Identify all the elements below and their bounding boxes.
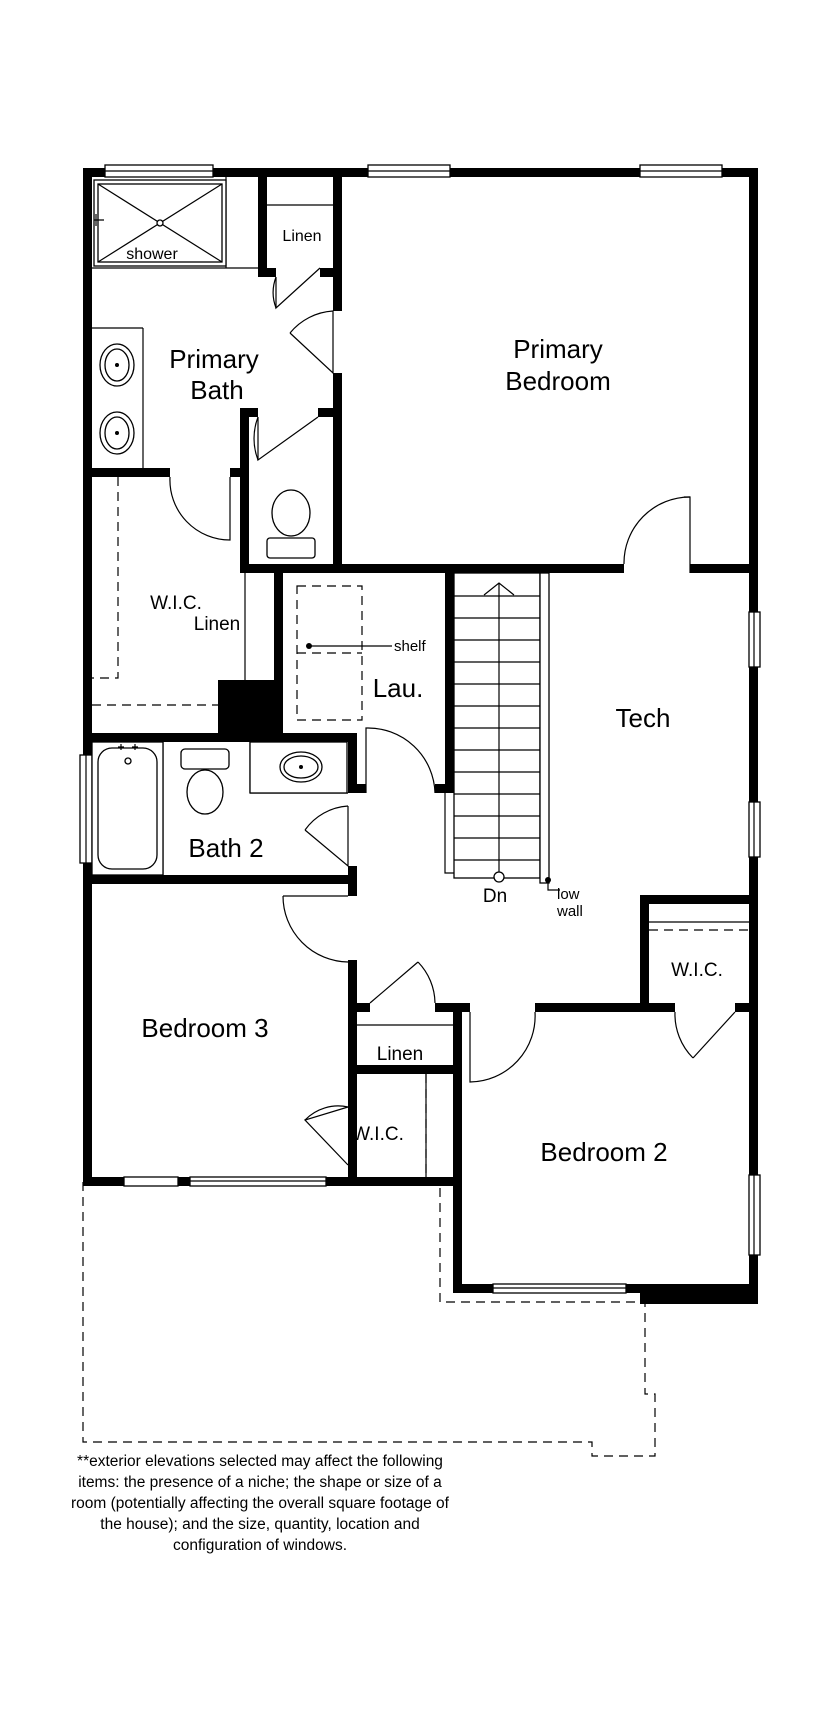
low-wall-label-1: low xyxy=(557,886,580,903)
shower xyxy=(93,179,227,267)
patio-outline xyxy=(82,1182,656,1457)
windows xyxy=(79,164,761,1294)
bedroom2-label: Bedroom 2 xyxy=(540,1137,667,1167)
stairs[interactable] xyxy=(444,572,560,891)
shelf-label: shelf xyxy=(394,638,427,655)
room-labels: Primary Bath Primary Bedroom Linen showe… xyxy=(126,228,723,1167)
bedroom3-label: Bedroom 3 xyxy=(141,1013,268,1043)
linen-mid-label: Linen xyxy=(377,1044,424,1065)
wic-right-label: W.I.C. xyxy=(671,960,723,981)
linen-left-label: Linen xyxy=(194,614,241,635)
laundry-label: Lau. xyxy=(373,673,424,703)
shower-label: shower xyxy=(126,246,178,263)
wic-mid-label: W.I.C. xyxy=(352,1124,404,1145)
primary-bath-label-2: Bath xyxy=(190,375,244,405)
primary-bedroom-label-2: Bedroom xyxy=(505,366,611,396)
shelving xyxy=(92,477,749,1177)
dn-label: Dn xyxy=(483,886,507,907)
interior-walls xyxy=(92,177,758,1186)
primary-bedroom-label-1: Primary xyxy=(513,334,603,364)
shelf-leader xyxy=(306,643,392,649)
wic-left-label: W.I.C. xyxy=(150,593,202,614)
bath2-label: Bath 2 xyxy=(188,833,263,863)
sinks xyxy=(99,343,348,794)
bathtub xyxy=(91,741,164,876)
primary-bath-label-1: Primary xyxy=(169,344,259,374)
toilets xyxy=(180,489,316,815)
tech-label: Tech xyxy=(616,703,671,733)
low-wall-label-2: wall xyxy=(556,903,583,920)
doors xyxy=(169,267,736,1166)
disclaimer-note: **exterior elevations selected may affec… xyxy=(71,1453,449,1554)
linen-top-label: Linen xyxy=(282,228,321,245)
